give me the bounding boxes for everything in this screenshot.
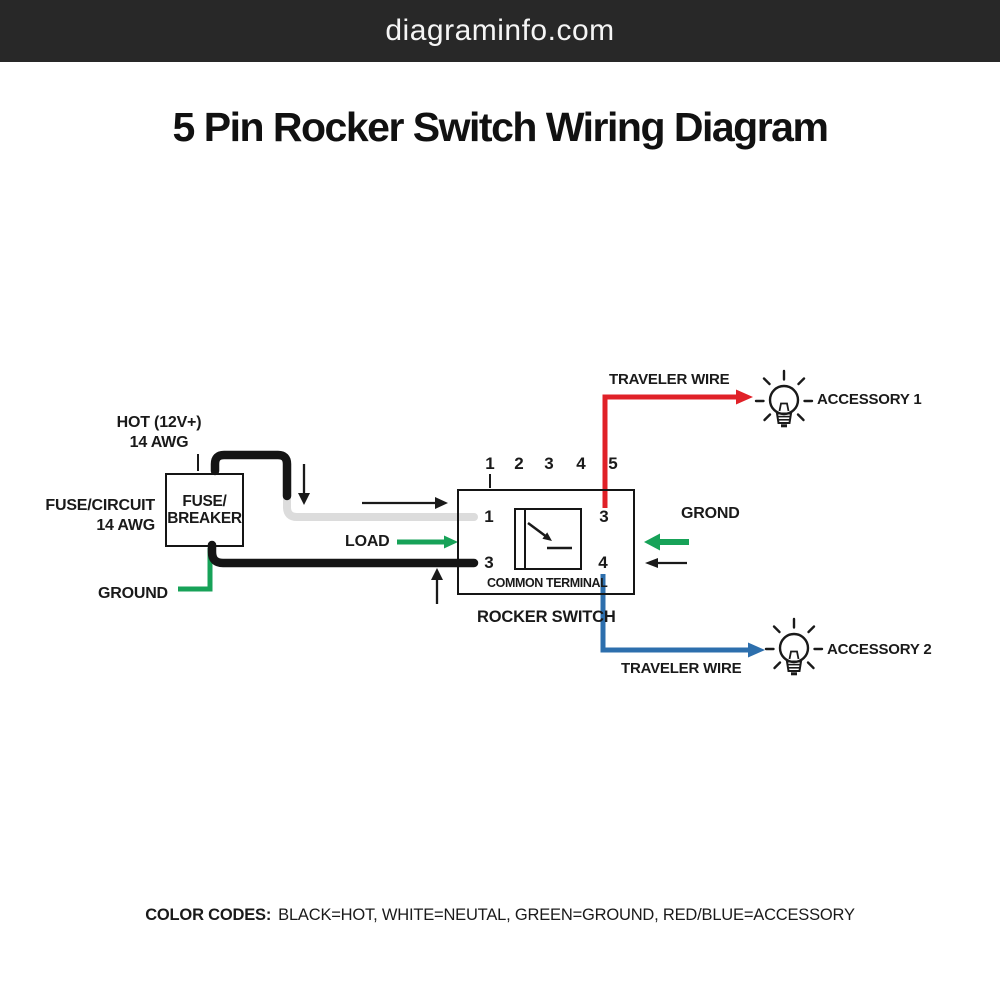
traveler-wire-2-label: TRAVELER WIRE — [621, 660, 742, 677]
pin-number-3: 3 — [544, 454, 554, 473]
rocker-switch-actuator-divider — [524, 510, 526, 568]
fuse-circuit-label: FUSE/CIRCUIT 14 AWG — [45, 497, 155, 534]
terminal-3-right: 3 — [599, 507, 609, 526]
terminal-1: 1 — [484, 507, 494, 526]
traveler-wire-1-label: TRAVELER WIRE — [609, 371, 730, 388]
ground-arrow-icon — [644, 533, 689, 551]
light-bulb-icon — [754, 369, 814, 428]
load-wire — [207, 540, 479, 568]
neutral-wire — [283, 490, 478, 521]
color-codes-prefix: COLOR CODES: — [145, 906, 272, 924]
accessory-2-label: ACCESSORY 2 — [827, 641, 932, 658]
load-label: LOAD — [345, 533, 390, 550]
flow-arrow-left-icon — [645, 558, 687, 568]
site-banner-text: diagraminfo.com — [385, 14, 615, 47]
terminal-4: 4 — [598, 553, 608, 572]
terminal-3-left: 3 — [484, 553, 494, 572]
rocker-switch-label: ROCKER SWITCH — [477, 608, 616, 626]
grond-label: GROND — [681, 505, 740, 522]
ground-label: GROUND — [98, 585, 168, 602]
common-terminal-label: COMMON TERMINAL — [487, 576, 608, 590]
hot-source-label: HOT (12V+) 14 AWG — [116, 414, 202, 451]
fuse-box-label: FUSE/ — [182, 492, 227, 510]
fuse-box-label: BREAKER — [167, 510, 242, 527]
color-codes-text: BLACK=HOT, WHITE=NEUTAL, GREEN=GROUND, R… — [278, 906, 855, 924]
rocker-switch-box — [457, 489, 635, 595]
rocker-switch-actuator — [514, 508, 582, 570]
load-arrow-icon — [397, 535, 458, 549]
traveler-wire-blue — [600, 574, 765, 658]
flow-arrow-down-icon — [298, 464, 310, 505]
pin-number-2: 2 — [514, 454, 524, 473]
accessory-1-label: ACCESSORY 1 — [817, 391, 922, 408]
color-codes: COLOR CODES: BLACK=HOT, WHITE=NEUTAL, GR… — [0, 906, 1000, 925]
light-bulb-icon — [764, 617, 824, 676]
hot-wire — [210, 450, 292, 501]
fuse-breaker-box: FUSE/ BREAKER — [165, 473, 244, 547]
flow-arrow-right-icon — [362, 497, 448, 509]
pin-number-5: 5 — [608, 454, 618, 473]
pin-number-1: 1 — [485, 454, 495, 473]
site-banner: diagraminfo.com — [0, 0, 1000, 62]
switch-contact-symbol — [527, 521, 572, 550]
page-title: 5 Pin Rocker Switch Wiring Diagram — [172, 103, 829, 150]
ground-wire — [178, 548, 213, 592]
flow-arrow-up-icon — [431, 568, 443, 604]
traveler-wire-red — [602, 389, 753, 508]
pin-number-4: 4 — [576, 454, 586, 473]
